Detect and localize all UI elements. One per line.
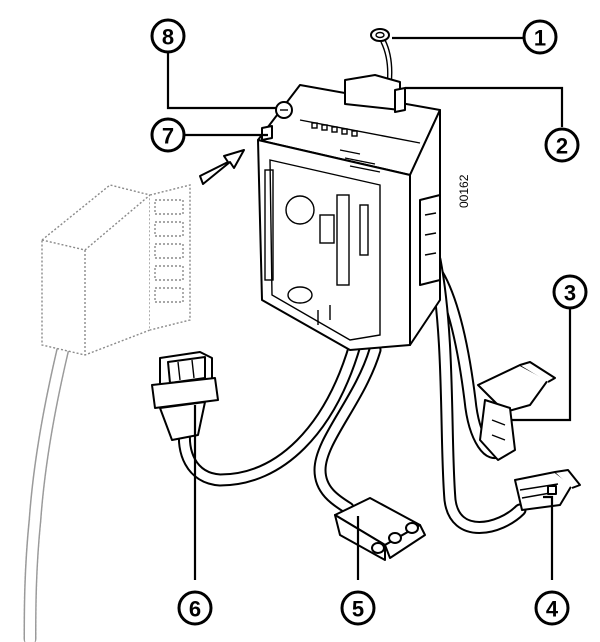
callout-6-label: 6	[189, 597, 201, 622]
connector-5	[334, 497, 426, 561]
connector-6	[151, 351, 219, 441]
callout-5-label: 5	[352, 597, 364, 622]
connector-3	[477, 361, 556, 461]
callout-3: 3	[552, 274, 588, 310]
leader-lines	[166, 36, 572, 580]
callout-2-label: 2	[556, 134, 568, 159]
callout-6: 6	[177, 590, 213, 626]
callout-5: 5	[340, 590, 376, 626]
ring-terminal	[370, 28, 390, 42]
callout-8-label: 8	[162, 25, 174, 50]
callout-2: 2	[544, 127, 580, 163]
connector-4	[514, 469, 581, 511]
callout-8: 8	[150, 18, 186, 54]
control-module	[257, 74, 441, 351]
callout-4: 4	[534, 590, 570, 626]
mating-connector-ghost	[23, 184, 191, 642]
callout-7: 7	[150, 117, 186, 153]
cable-harness	[177, 39, 527, 534]
callout-7-label: 7	[162, 124, 174, 149]
callout-3-label: 3	[564, 281, 576, 306]
drawing-code: 00162	[457, 174, 471, 208]
callout-4-label: 4	[546, 597, 559, 622]
callout-1-label: 1	[534, 26, 546, 51]
insertion-arrow	[199, 149, 245, 185]
callout-1: 1	[522, 19, 558, 55]
